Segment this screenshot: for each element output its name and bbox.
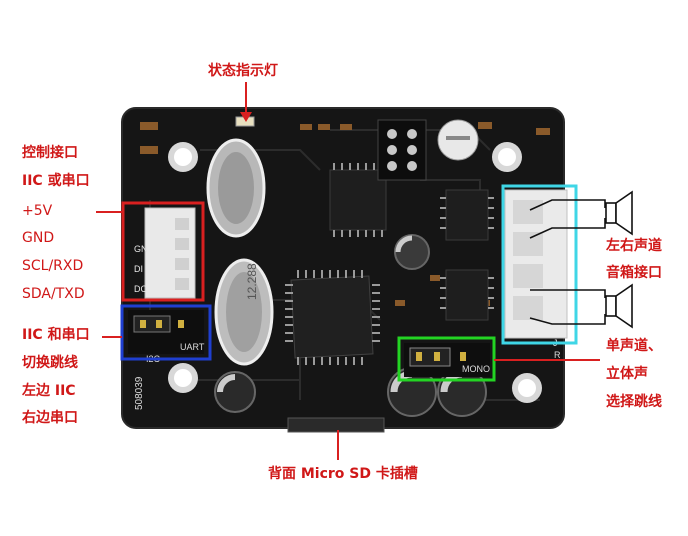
label-pin-gnd: GND bbox=[22, 230, 55, 246]
speaker-icon-top bbox=[605, 190, 633, 236]
mono-silk: MONO bbox=[462, 364, 490, 374]
speaker-icon-bottom bbox=[605, 283, 633, 329]
label-iic-uart-jumper: IIC 和串口 bbox=[22, 327, 90, 343]
right-silk-r: R bbox=[554, 350, 561, 360]
label-iic-or-uart: IIC 或串口 bbox=[22, 173, 90, 189]
label-status-led: 状态指示灯 bbox=[208, 63, 278, 79]
crystal-marking: 12.288 bbox=[245, 263, 259, 300]
jumper-uart-silk: UART bbox=[180, 342, 205, 352]
label-pin-5v: +5V bbox=[22, 203, 53, 219]
label-right-uart: 右边串口 bbox=[22, 410, 78, 426]
label-stereo: 立体声 bbox=[606, 366, 648, 382]
header-pin-di: DI bbox=[134, 264, 143, 274]
pcb-board: 12.288 bbox=[121, 107, 568, 433]
label-speaker-port: 音箱接口 bbox=[606, 265, 662, 281]
label-left-right-channel: 左右声道 bbox=[606, 238, 662, 254]
label-back-sd-slot: 背面 Micro SD 卡插槽 bbox=[268, 466, 418, 482]
header-pin-gn: GN bbox=[134, 244, 148, 254]
speaker-wires bbox=[529, 199, 606, 325]
label-pin-sda-txd: SDA/TXD bbox=[22, 286, 85, 302]
serial-number: 508039 bbox=[134, 376, 145, 410]
jumper-highlight bbox=[120, 304, 212, 361]
header-pin-dc: DC bbox=[134, 284, 147, 294]
label-left-iic: 左边 IIC bbox=[22, 383, 76, 399]
speaker-port-highlight bbox=[501, 184, 578, 345]
label-pin-scl-rxd: SCL/RXD bbox=[22, 258, 84, 274]
label-mono: 单声道、 bbox=[606, 338, 662, 354]
label-switch-jumper: 切换跳线 bbox=[22, 355, 78, 371]
label-control-port: 控制接口 bbox=[22, 145, 78, 161]
control-port-highlight bbox=[121, 201, 205, 302]
label-select-jumper: 选择跳线 bbox=[606, 394, 662, 410]
